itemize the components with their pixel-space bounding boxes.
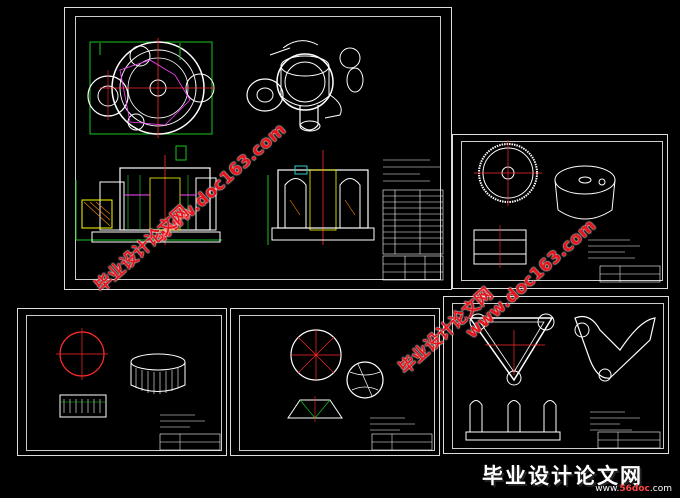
ring-views (56, 328, 221, 451)
gear-part-frame (461, 141, 663, 281)
site-logo: 毕业设计论文网 www.56doc.com (482, 460, 672, 494)
ring-part-frame (26, 315, 222, 451)
assembly-drawing-sheet (64, 7, 452, 290)
ring-part-sheet (17, 308, 227, 456)
frame-part-frame (452, 303, 664, 449)
wheel-part-frame (239, 315, 435, 451)
gear-views (473, 140, 661, 283)
assembly-drawing-frame (75, 16, 441, 280)
site-logo-url: www.56doc.com (595, 484, 672, 494)
top-view-drawing (87, 38, 215, 138)
frame-views (465, 313, 661, 449)
wheel-views (287, 329, 433, 451)
side-section-drawing (267, 150, 375, 245)
front-section-drawing (75, 145, 222, 245)
isometric-view-drawing (246, 40, 364, 132)
wheel-part-sheet (230, 308, 440, 456)
gear-part-sheet (452, 134, 668, 289)
site-logo-title: 毕业设计论文网 (482, 464, 643, 488)
frame-part-sheet (443, 296, 669, 454)
notes-and-parts-list (382, 159, 444, 281)
